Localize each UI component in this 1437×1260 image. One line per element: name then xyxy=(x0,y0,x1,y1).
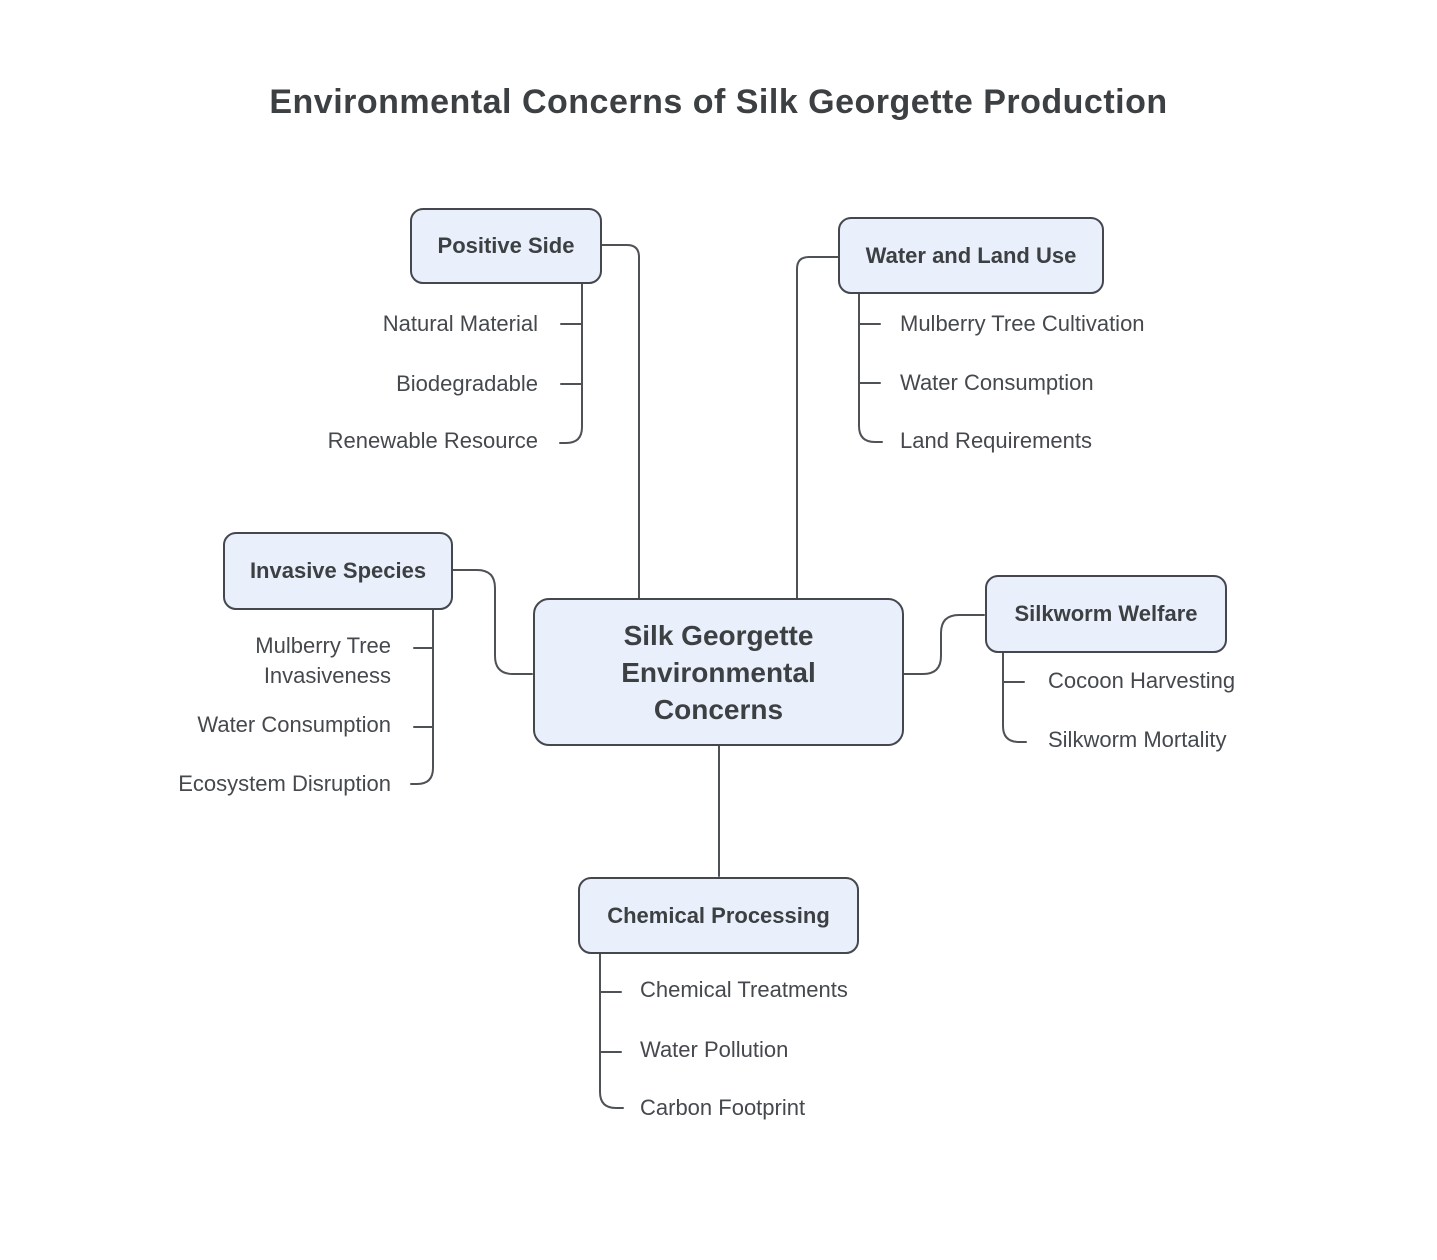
leaf-water-consumption: Water Consumption xyxy=(900,370,1094,395)
edge-root-invasive-species xyxy=(452,569,533,675)
edge-root-silkworm-welfare xyxy=(903,614,985,675)
leaf-connector-chemical-processing xyxy=(599,953,624,1109)
branch-node-silkworm-welfare: Silkworm Welfare xyxy=(985,575,1227,653)
branch-node-chemical-processing: Chemical Processing xyxy=(578,877,859,954)
leaf-water-consumption-invasive: Water Consumption xyxy=(197,712,391,737)
branch-node-positive-side: Positive Side xyxy=(410,208,602,284)
root-node-label: Silk Georgette Environmental Concerns xyxy=(621,619,816,725)
leaf-water-pollution: Water Pollution xyxy=(640,1037,789,1062)
leaf-land-requirements: Land Requirements xyxy=(900,428,1093,453)
edge-root-water-and-land-use xyxy=(796,256,839,599)
leaf-silkworm-mortality: Silkworm Mortality xyxy=(1048,727,1227,752)
leaf-renewable-resource: Renewable Resource xyxy=(327,428,538,453)
diagram-title: Environmental Concerns of Silk Georgette… xyxy=(269,83,1168,121)
leaf-connector-positive-side xyxy=(559,283,583,444)
leaf-ecosystem-disruption: Ecosystem Disruption xyxy=(178,771,391,796)
leaf-mulberry-tree-invasiveness: Mulberry Tree Invasiveness xyxy=(255,633,391,688)
leaf-cocoon-harvesting: Cocoon Harvesting xyxy=(1048,668,1236,693)
branch-node-invasive-species: Invasive Species xyxy=(223,532,453,610)
leaf-chemical-treatments: Chemical Treatments xyxy=(640,977,848,1002)
leaf-connector-silkworm-welfare xyxy=(1002,652,1027,743)
leaf-biodegradable: Biodegradable xyxy=(396,371,538,396)
leaf-connector-invasive-species xyxy=(410,609,434,785)
leaf-mulberry-tree-cultivation: Mulberry Tree Cultivation xyxy=(900,311,1145,336)
leaf-connector-water-and-land-use xyxy=(858,293,883,443)
edge-root-positive-side xyxy=(601,244,640,599)
leaf-carbon-footprint: Carbon Footprint xyxy=(640,1095,806,1120)
leaf-natural-material: Natural Material xyxy=(382,311,538,336)
branch-node-water-and-land-use: Water and Land Use xyxy=(838,217,1104,294)
root-node: Silk Georgette Environmental Concerns xyxy=(533,598,904,746)
